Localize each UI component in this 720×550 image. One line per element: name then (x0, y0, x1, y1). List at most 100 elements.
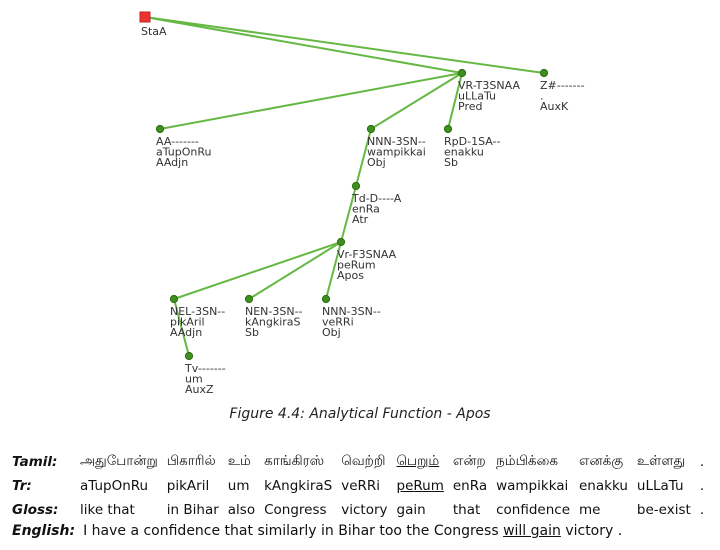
gloss-word: like that (80, 502, 135, 518)
tree-edge (173, 241, 342, 300)
tree-node (336, 237, 346, 247)
tree-edge (144, 16, 545, 74)
gloss-word: என்ற (452, 453, 486, 469)
tree-node-label: Apos (337, 269, 364, 282)
tree-node-label: peRum (337, 259, 376, 272)
tree-node (457, 68, 467, 78)
tree-node-label: veRRi (322, 316, 354, 329)
gloss-word: peRum (396, 478, 444, 494)
tree-node-label: Z#------- (540, 79, 585, 92)
tree-node-label: . (540, 90, 544, 103)
gloss-word: veRRi (341, 478, 381, 494)
gloss-word: um (227, 478, 250, 494)
gloss-word: me (579, 502, 601, 518)
gloss-word: gain (396, 502, 426, 518)
tree-node-label: kAngkiraS (245, 316, 301, 329)
root-label: StaA (141, 25, 167, 38)
gloss-word: kAngkiraS (264, 478, 333, 494)
tree-node-label: AuxK (540, 100, 569, 113)
tree-node (366, 124, 376, 134)
gloss-word: எனக்கு (579, 453, 624, 469)
tree-edge (159, 72, 463, 130)
gloss-word: . (699, 478, 705, 494)
gloss-word: also (227, 502, 256, 518)
tree-node (169, 294, 179, 304)
tree-node (184, 351, 194, 361)
tree-node-label: NEL-3SN-- (170, 305, 225, 318)
english-text-before: I have a confidence that similarly in Bi… (83, 523, 504, 539)
tree-node-label: AAdjn (156, 156, 188, 169)
english-text-after: victory . (560, 523, 623, 539)
gloss-word: enRa (452, 478, 488, 494)
gloss-word: uLLaTu (636, 478, 684, 494)
tree-node-label: aTupOnRu (156, 146, 212, 159)
gloss-word: . (699, 454, 705, 470)
tree-node (155, 124, 165, 134)
gloss-word: in Bihar (166, 502, 219, 518)
tree-node-label: VR-T3SNAA (458, 79, 520, 92)
gloss-row-label: Tamil: (12, 454, 58, 470)
tree-edge (173, 298, 190, 357)
tree-node-label: pikAril (170, 316, 205, 329)
gloss-word: be-exist (636, 502, 691, 518)
english-label: English: (12, 523, 76, 539)
tree-node-label: AA------- (156, 135, 199, 148)
gloss-word: confidence (496, 502, 570, 518)
tree-node-label: NEN-3SN-- (245, 305, 303, 318)
tree-node-label: NNN-3SN-- (367, 135, 426, 148)
tree-edge (355, 128, 372, 187)
gloss-table: Tamil:அதுபோன்றுபிகாரில்உம்காங்கிரஸ்வெற்ற… (12, 450, 713, 522)
tree-node-label: AuxZ (185, 383, 214, 396)
figure-caption: Figure 4.4: Analytical Function - Apos (229, 406, 491, 422)
tree-node-label: RpD-1SA-- (444, 135, 501, 148)
gloss-word: victory (341, 502, 388, 518)
tree-node-label: Pred (458, 100, 482, 113)
tree-edge (144, 16, 463, 74)
gloss-word: wampikkai (496, 478, 569, 494)
tree-node-label: Td-D----A (351, 192, 402, 205)
tree-edge (447, 72, 463, 130)
root-node (139, 11, 151, 23)
gloss-word: அதுபோன்று (80, 453, 158, 469)
gloss-word: பெறும் (396, 453, 440, 469)
gloss-word: பிகாரில் (166, 453, 216, 469)
english-text-underlined: will gain (503, 523, 561, 539)
tree-node (351, 181, 361, 191)
tree-node-label: um (185, 373, 203, 386)
tree-edge (248, 241, 342, 300)
tree-node-label: Vr-F3SNAA (337, 248, 397, 261)
tree-node (539, 68, 549, 78)
tree-edge (325, 241, 342, 300)
tree-node-label: wampikkai (367, 146, 426, 159)
tree-node-label: Sb (444, 156, 458, 169)
tree-node-label: Tv------- (184, 362, 226, 375)
gloss-word: காங்கிரஸ் (264, 453, 325, 469)
tree-node-label: AAdjn (170, 326, 202, 339)
gloss-word: that (452, 502, 481, 518)
gloss-row: Tamil:அதுபோன்றுபிகாரில்உம்காங்கிரஸ்வெற்ற… (12, 450, 713, 474)
gloss-word: enakku (579, 478, 628, 494)
gloss-row-label: Gloss: (12, 502, 59, 518)
gloss-word: pikAril (166, 478, 210, 494)
gloss-row-label: Tr: (12, 478, 32, 494)
gloss-word: நம்பிக்கை (496, 453, 558, 469)
tree-node-label: Sb (245, 326, 259, 339)
tree-node-label: uLLaTu (458, 90, 496, 103)
gloss-word: உள்ளது (636, 453, 686, 469)
tree-node-label: Obj (322, 326, 341, 339)
tree-node (244, 294, 254, 304)
gloss-word: வெற்றி (341, 453, 386, 469)
gloss-word: . (699, 502, 705, 518)
english-translation: English: I have a confidence that similar… (12, 523, 622, 539)
tree-node-label: Atr (352, 213, 369, 226)
tree-node-label: Obj (367, 156, 386, 169)
tree-node-label: enRa (352, 203, 380, 216)
tree-node (443, 124, 453, 134)
tree-node (321, 294, 331, 304)
tree-edge (340, 185, 357, 243)
tree-node-label: NNN-3SN-- (322, 305, 381, 318)
gloss-word: aTupOnRu (80, 478, 149, 494)
